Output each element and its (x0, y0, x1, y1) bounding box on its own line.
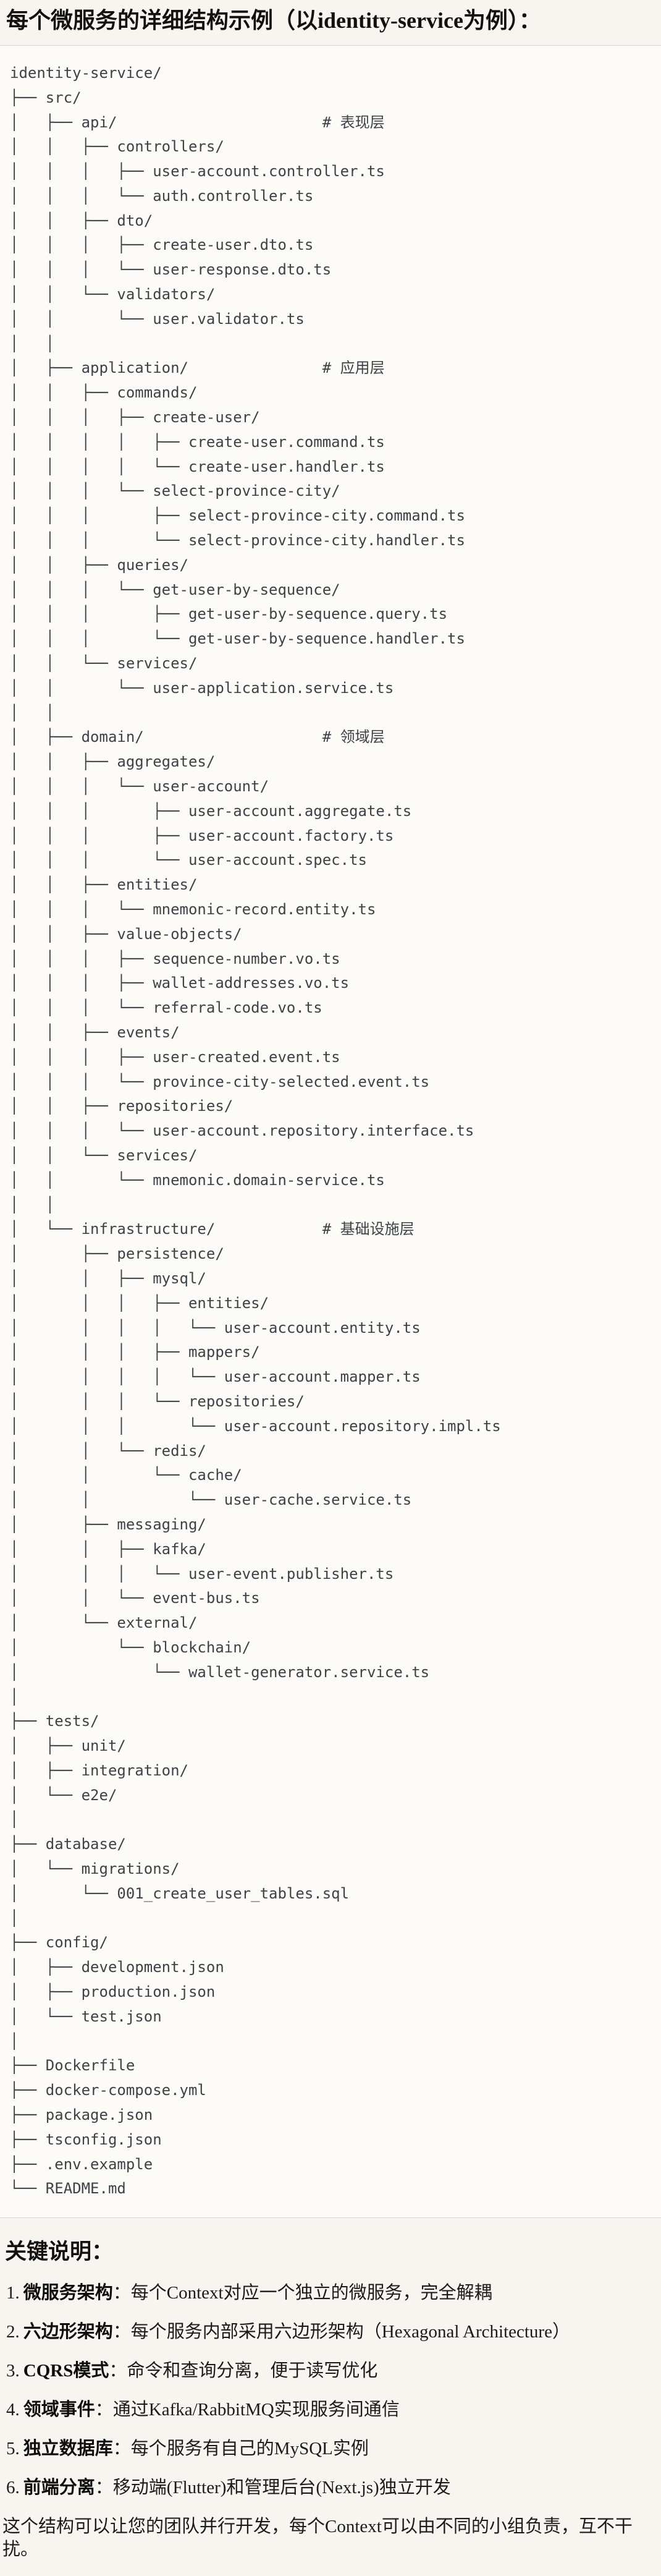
note-text: 每个服务内部采用六边形架构（Hexagonal Architecture） (130, 2322, 570, 2342)
notes-heading: 关键说明： (5, 2240, 114, 2264)
note-body: CQRS模式：命令和查询分离，便于读写优化 (23, 2360, 378, 2382)
note-item-cqrs: 3. CQRS模式：命令和查询分离，便于读写优化 (6, 2360, 655, 2382)
page-header: 每个微服务的详细结构示例（以identity-service为例）： (0, 0, 661, 45)
note-label: 微服务架构 (23, 2283, 113, 2303)
note-label: 独立数据库 (23, 2439, 113, 2459)
note-item-hexagonal: 2. 六边形架构：每个服务内部采用六边形架构（Hexagonal Archite… (6, 2321, 655, 2343)
note-text: 通过Kafka/RabbitMQ实现服务间通信 (112, 2400, 400, 2420)
note-colon: ： (112, 2322, 131, 2342)
note-label: 六边形架构 (23, 2322, 113, 2342)
notes-list: 1. 微服务架构：每个Context对应一个独立的微服务，完全解耦 2. 六边形… (2, 2282, 655, 2499)
note-body: 微服务架构：每个Context对应一个独立的微服务，完全解耦 (23, 2282, 492, 2304)
note-number: 5. (6, 2439, 20, 2459)
note-item-frontend-split: 6. 前端分离：移动端(Flutter)和管理后台(Next.js)独立开发 (6, 2476, 655, 2499)
closing-paragraph: 这个结构可以让您的团队并行开发，每个Context可以由不同的小组负责，互不干扰… (2, 2517, 633, 2560)
note-colon: ： (112, 2439, 131, 2459)
note-label: 领域事件 (23, 2400, 95, 2420)
note-label: 前端分离 (23, 2478, 95, 2498)
note-number: 3. (6, 2361, 20, 2381)
note-number: 6. (6, 2478, 20, 2498)
directory-tree: identity-service/ ├── src/ │ ├── api/ # … (10, 64, 501, 2198)
note-body: 前端分离：移动端(Flutter)和管理后台(Next.js)独立开发 (23, 2476, 451, 2499)
note-body: 六边形架构：每个服务内部采用六边形架构（Hexagonal Architectu… (23, 2321, 570, 2343)
note-item-domain-events: 4. 领域事件：通过Kafka/RabbitMQ实现服务间通信 (6, 2399, 655, 2421)
note-colon: ： (95, 2400, 113, 2420)
note-body: 领域事件：通过Kafka/RabbitMQ实现服务间通信 (23, 2399, 400, 2421)
note-number: 2. (6, 2322, 20, 2342)
note-text: 移动端(Flutter)和管理后台(Next.js)独立开发 (112, 2478, 451, 2498)
page-title: 每个微服务的详细结构示例（以identity-service为例）： (6, 8, 541, 33)
note-text: 命令和查询分离，便于读写优化 (127, 2361, 378, 2381)
note-item-microservices: 1. 微服务架构：每个Context对应一个独立的微服务，完全解耦 (6, 2282, 655, 2304)
note-text: 每个服务有自己的MySQL实例 (130, 2439, 369, 2459)
note-number: 4. (6, 2400, 20, 2420)
key-notes-section: 关键说明： 1. 微服务架构：每个Context对应一个独立的微服务，完全解耦 … (0, 2218, 661, 2576)
note-number: 1. (6, 2283, 20, 2303)
note-text: 每个Context对应一个独立的微服务，完全解耦 (130, 2283, 492, 2303)
note-colon: ： (109, 2361, 127, 2381)
note-item-independent-db: 5. 独立数据库：每个服务有自己的MySQL实例 (6, 2438, 655, 2460)
note-label: CQRS模式 (23, 2361, 109, 2381)
note-colon: ： (112, 2283, 131, 2303)
note-colon: ： (95, 2478, 113, 2498)
note-body: 独立数据库：每个服务有自己的MySQL实例 (23, 2438, 369, 2460)
directory-tree-block: identity-service/ ├── src/ │ ├── api/ # … (0, 45, 661, 2219)
